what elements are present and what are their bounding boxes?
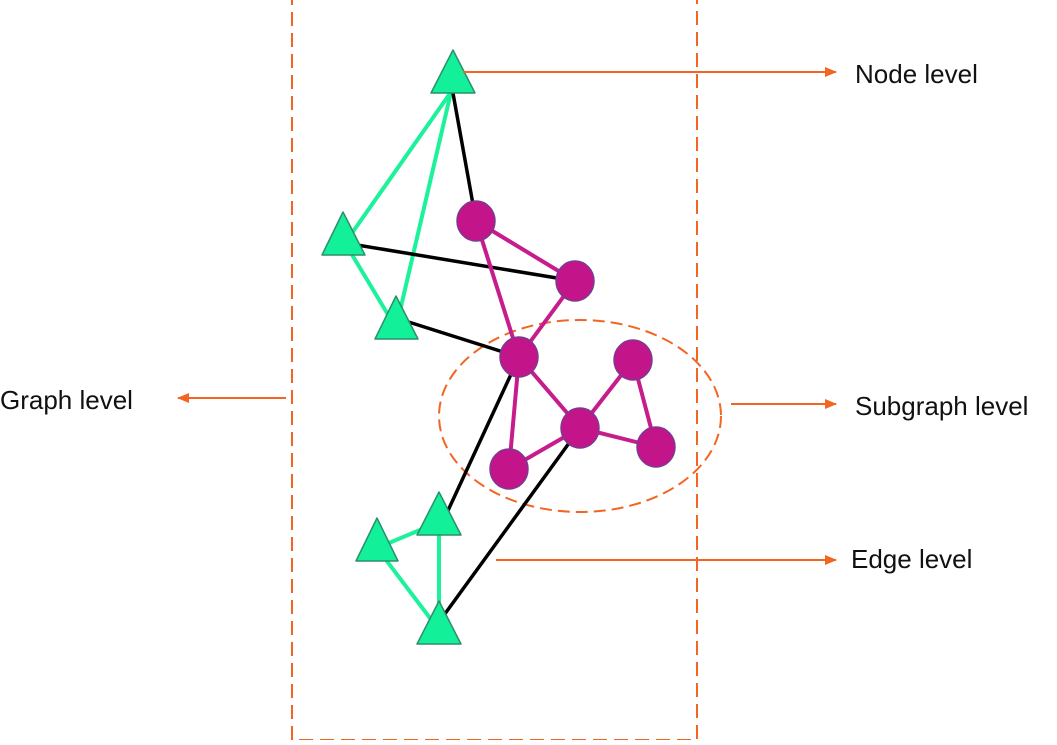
triangle-node-icon [321,211,366,256]
edge-t1-t2 [343,90,453,245]
circle-nodes [456,200,676,490]
circle-node-icon [456,200,496,242]
cross-edges [343,80,582,624]
edge-t2-c2 [343,241,577,283]
circle-node-icon [555,260,595,302]
graph-level-label: Graph level [0,385,133,415]
node-level-label: Node level [855,59,978,89]
circle-node-icon [560,407,600,449]
triangle-nodes [321,49,476,645]
triangle-node-icon [416,600,462,645]
triangle-node-icon [416,491,462,536]
edge-level-label: Edge level [851,544,973,574]
annotation-arrows [177,67,837,565]
subgraph-level-label: Subgraph level [855,391,1029,421]
edge-t1-c1 [449,80,478,223]
circle-node-icon [489,448,529,490]
edge-t3-c3 [394,316,521,359]
edge-t1-t3 [394,90,453,330]
triangle-node-icon [374,295,419,340]
edge-c3-t5 [437,355,521,532]
triangle-node-icon [355,517,399,562]
circle-node-icon [636,426,676,468]
circle-node-icon [499,336,539,378]
edge-c5-t6 [437,426,582,624]
circle-node-icon [613,339,653,381]
subgraph-level-ellipse [438,319,722,513]
edge-c1-c3 [474,219,521,359]
